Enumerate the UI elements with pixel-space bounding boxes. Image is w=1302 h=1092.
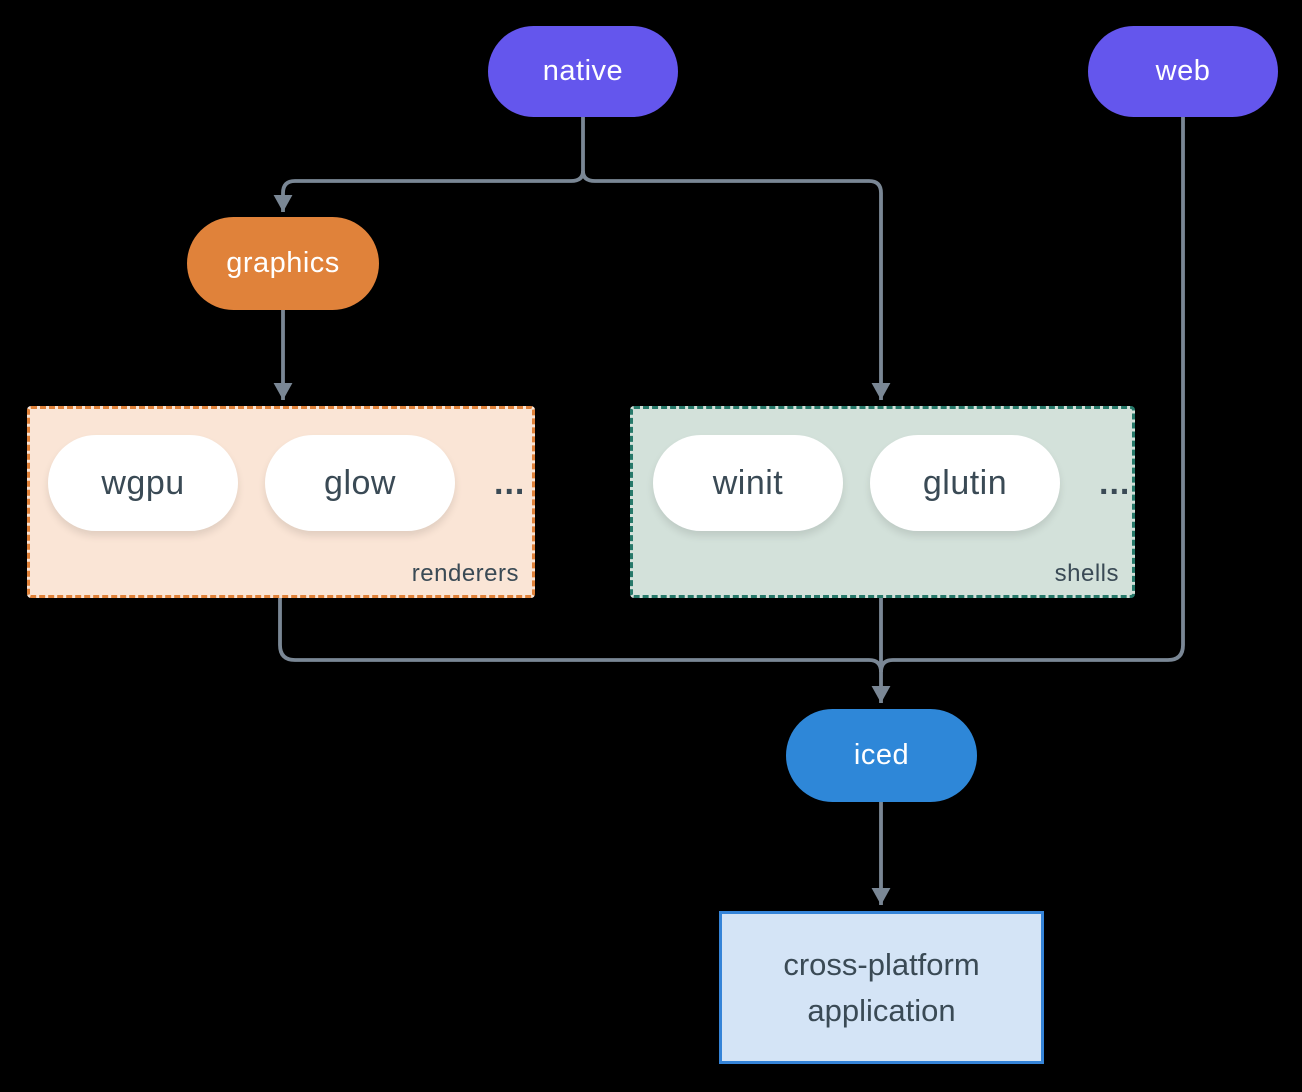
group-shells: winit glutin ... shells bbox=[630, 406, 1135, 598]
node-native-label: native bbox=[542, 55, 624, 87]
node-native: native bbox=[488, 26, 678, 117]
node-winit-label: winit bbox=[712, 463, 784, 502]
node-iced: iced bbox=[786, 709, 977, 802]
node-graphics: graphics bbox=[187, 217, 379, 310]
edge-native-to-shells bbox=[581, 170, 891, 400]
renderers-ellipsis: ... bbox=[494, 463, 526, 502]
node-wgpu-label: wgpu bbox=[101, 463, 185, 502]
node-glutin: glutin bbox=[870, 435, 1060, 531]
node-glow: glow bbox=[265, 435, 455, 531]
node-graphics-label: graphics bbox=[226, 247, 340, 279]
renderers-group-label: renderers bbox=[411, 560, 519, 587]
node-iced-label: iced bbox=[853, 739, 910, 771]
shells-row: winit glutin ... bbox=[633, 435, 1132, 531]
node-glutin-label: glutin bbox=[922, 463, 1008, 502]
edge-native-to-graphics bbox=[273, 117, 585, 212]
node-web: web bbox=[1088, 26, 1278, 117]
shells-group-label: shells bbox=[1054, 560, 1119, 587]
node-glow-label: glow bbox=[324, 463, 396, 502]
group-renderers: wgpu glow ... renderers bbox=[27, 406, 535, 598]
renderers-row: wgpu glow ... bbox=[30, 435, 532, 531]
app-label-line2: application bbox=[807, 992, 956, 1028]
node-wgpu: wgpu bbox=[48, 435, 238, 531]
edge-renderers-to-merge bbox=[278, 598, 883, 673]
node-cross-platform-application: cross-platform application bbox=[719, 911, 1044, 1064]
node-web-label: web bbox=[1155, 55, 1211, 87]
node-winit: winit bbox=[653, 435, 843, 531]
app-label-line1: cross-platform bbox=[783, 946, 980, 982]
shells-ellipsis: ... bbox=[1099, 463, 1131, 502]
